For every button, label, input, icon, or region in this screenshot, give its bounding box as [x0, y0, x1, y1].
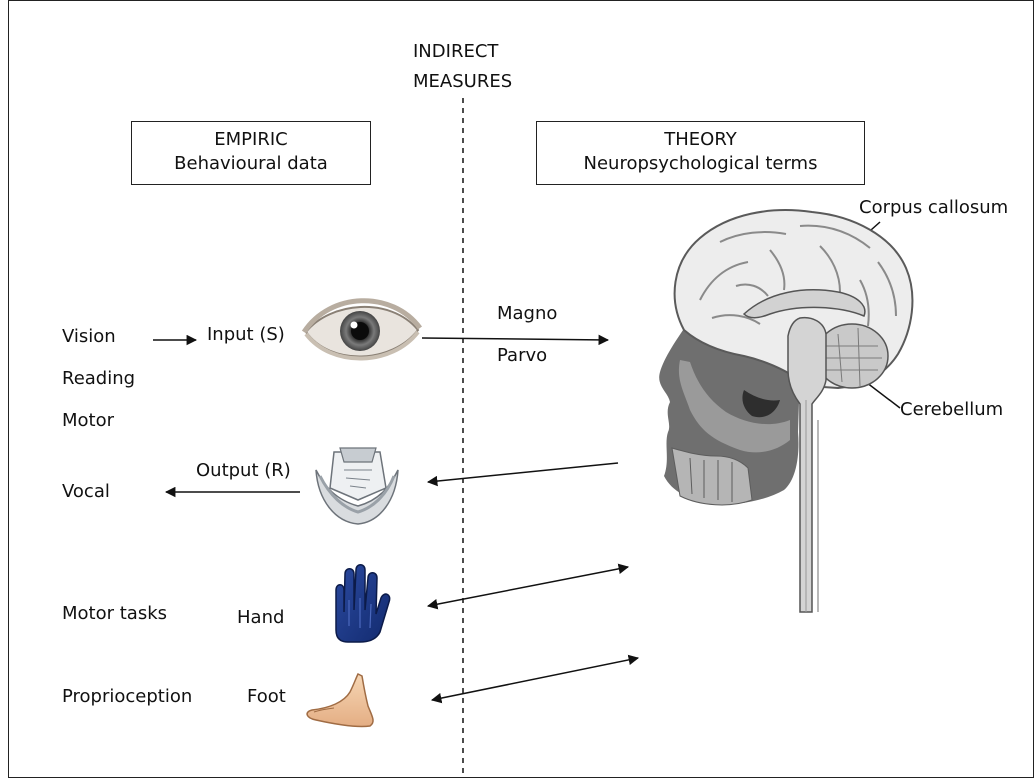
vocal-label: Vocal	[62, 481, 110, 503]
theory-subtitle: Neuropsychological terms	[537, 152, 864, 176]
theory-title: THEORY	[537, 128, 864, 152]
brain-output-arrow	[428, 463, 618, 482]
eye-icon	[304, 301, 420, 359]
indirect-measures-label-line1: INDIRECT	[413, 41, 498, 63]
empiric-subtitle: Behavioural data	[132, 152, 370, 176]
cerebellum-label: Cerebellum	[900, 399, 1003, 421]
foot-label: Foot	[247, 686, 286, 708]
hand-brain-arrow	[428, 567, 628, 606]
parvo-label: Parvo	[497, 345, 547, 367]
theory-box: THEORY Neuropsychological terms	[536, 121, 865, 185]
input-label: Input (S)	[207, 324, 285, 346]
vision-label: Vision	[62, 326, 116, 348]
corpus-callosum-label: Corpus callosum	[859, 197, 1008, 219]
larynx-icon	[316, 448, 398, 524]
foot-icon	[307, 674, 373, 727]
magno-label: Magno	[497, 303, 557, 325]
hand-label: Hand	[237, 607, 284, 629]
empiric-title: EMPIRIC	[132, 128, 370, 152]
head-anatomy-icon	[659, 210, 912, 612]
output-label: Output (R)	[196, 460, 291, 482]
reading-label: Reading	[62, 368, 135, 390]
hand-icon	[336, 565, 390, 642]
indirect-measures-label-line2: MEASURES	[413, 71, 512, 93]
motor-tasks-label: Motor tasks	[62, 603, 167, 625]
motor-label: Motor	[62, 410, 114, 432]
proprioception-label: Proprioception	[62, 686, 192, 708]
eye-brain-arrow	[422, 338, 608, 340]
empiric-box: EMPIRIC Behavioural data	[131, 121, 371, 185]
